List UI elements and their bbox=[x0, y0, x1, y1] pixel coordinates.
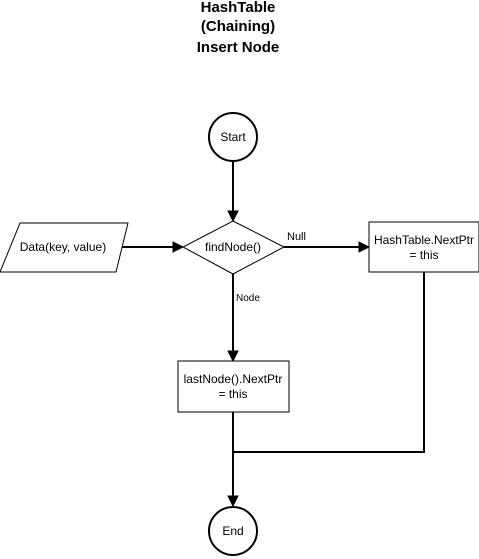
edges bbox=[116, 161, 425, 508]
diagram-title: HashTable (Chaining) Insert Node bbox=[197, 0, 280, 56]
hashtable-assign-node[interactable]: HashTable.NextPtr = this bbox=[368, 221, 479, 273]
edge-label-node: Node bbox=[236, 293, 260, 304]
arrowhead-start-to-decision bbox=[227, 210, 239, 223]
hashtable-assign-label-line-2: = this bbox=[409, 248, 438, 262]
hashtable-assign-label-line-1: HashTable.NextPtr bbox=[374, 233, 474, 247]
lastnode-assign-label-line-1: lastNode().NextPtr bbox=[184, 372, 283, 386]
title-line-1: HashTable bbox=[201, 0, 276, 16]
arrowhead-data-to-decision bbox=[172, 241, 185, 253]
lastnode-assign-label-line-2: = this bbox=[218, 387, 247, 401]
edge-hashtable-to-end bbox=[233, 272, 425, 453]
arrowhead-lastnode-to-end bbox=[227, 495, 239, 508]
title-line-2: (Chaining) bbox=[201, 18, 275, 35]
title-line-3: Insert Node bbox=[197, 39, 280, 56]
data-input-node[interactable]: Data(key, value) bbox=[0, 222, 129, 273]
edge-label-null: Null bbox=[287, 231, 306, 243]
edge-label-node-background bbox=[234, 291, 264, 304]
start-node-shape bbox=[208, 112, 258, 162]
lastnode-assign-shape bbox=[177, 360, 290, 413]
hashtable-assign-shape bbox=[368, 221, 479, 273]
end-node-label: End bbox=[222, 524, 243, 538]
arrowhead-decision-to-hashtable bbox=[358, 241, 371, 253]
end-node[interactable]: End bbox=[208, 506, 258, 556]
start-node[interactable]: Start bbox=[208, 112, 258, 162]
decision-label: findNode() bbox=[205, 240, 261, 254]
decision-shape bbox=[181, 220, 286, 275]
data-input-label: Data(key, value) bbox=[20, 240, 106, 254]
end-node-shape bbox=[208, 506, 258, 556]
start-node-label: Start bbox=[220, 130, 246, 144]
data-input-shape bbox=[0, 222, 129, 273]
lastnode-assign-node[interactable]: lastNode().NextPtr = this bbox=[177, 360, 290, 413]
decision-node[interactable]: findNode() bbox=[181, 220, 286, 275]
arrowhead-decision-to-lastnode bbox=[227, 350, 239, 363]
edge-label-node-group: Node bbox=[234, 291, 264, 304]
